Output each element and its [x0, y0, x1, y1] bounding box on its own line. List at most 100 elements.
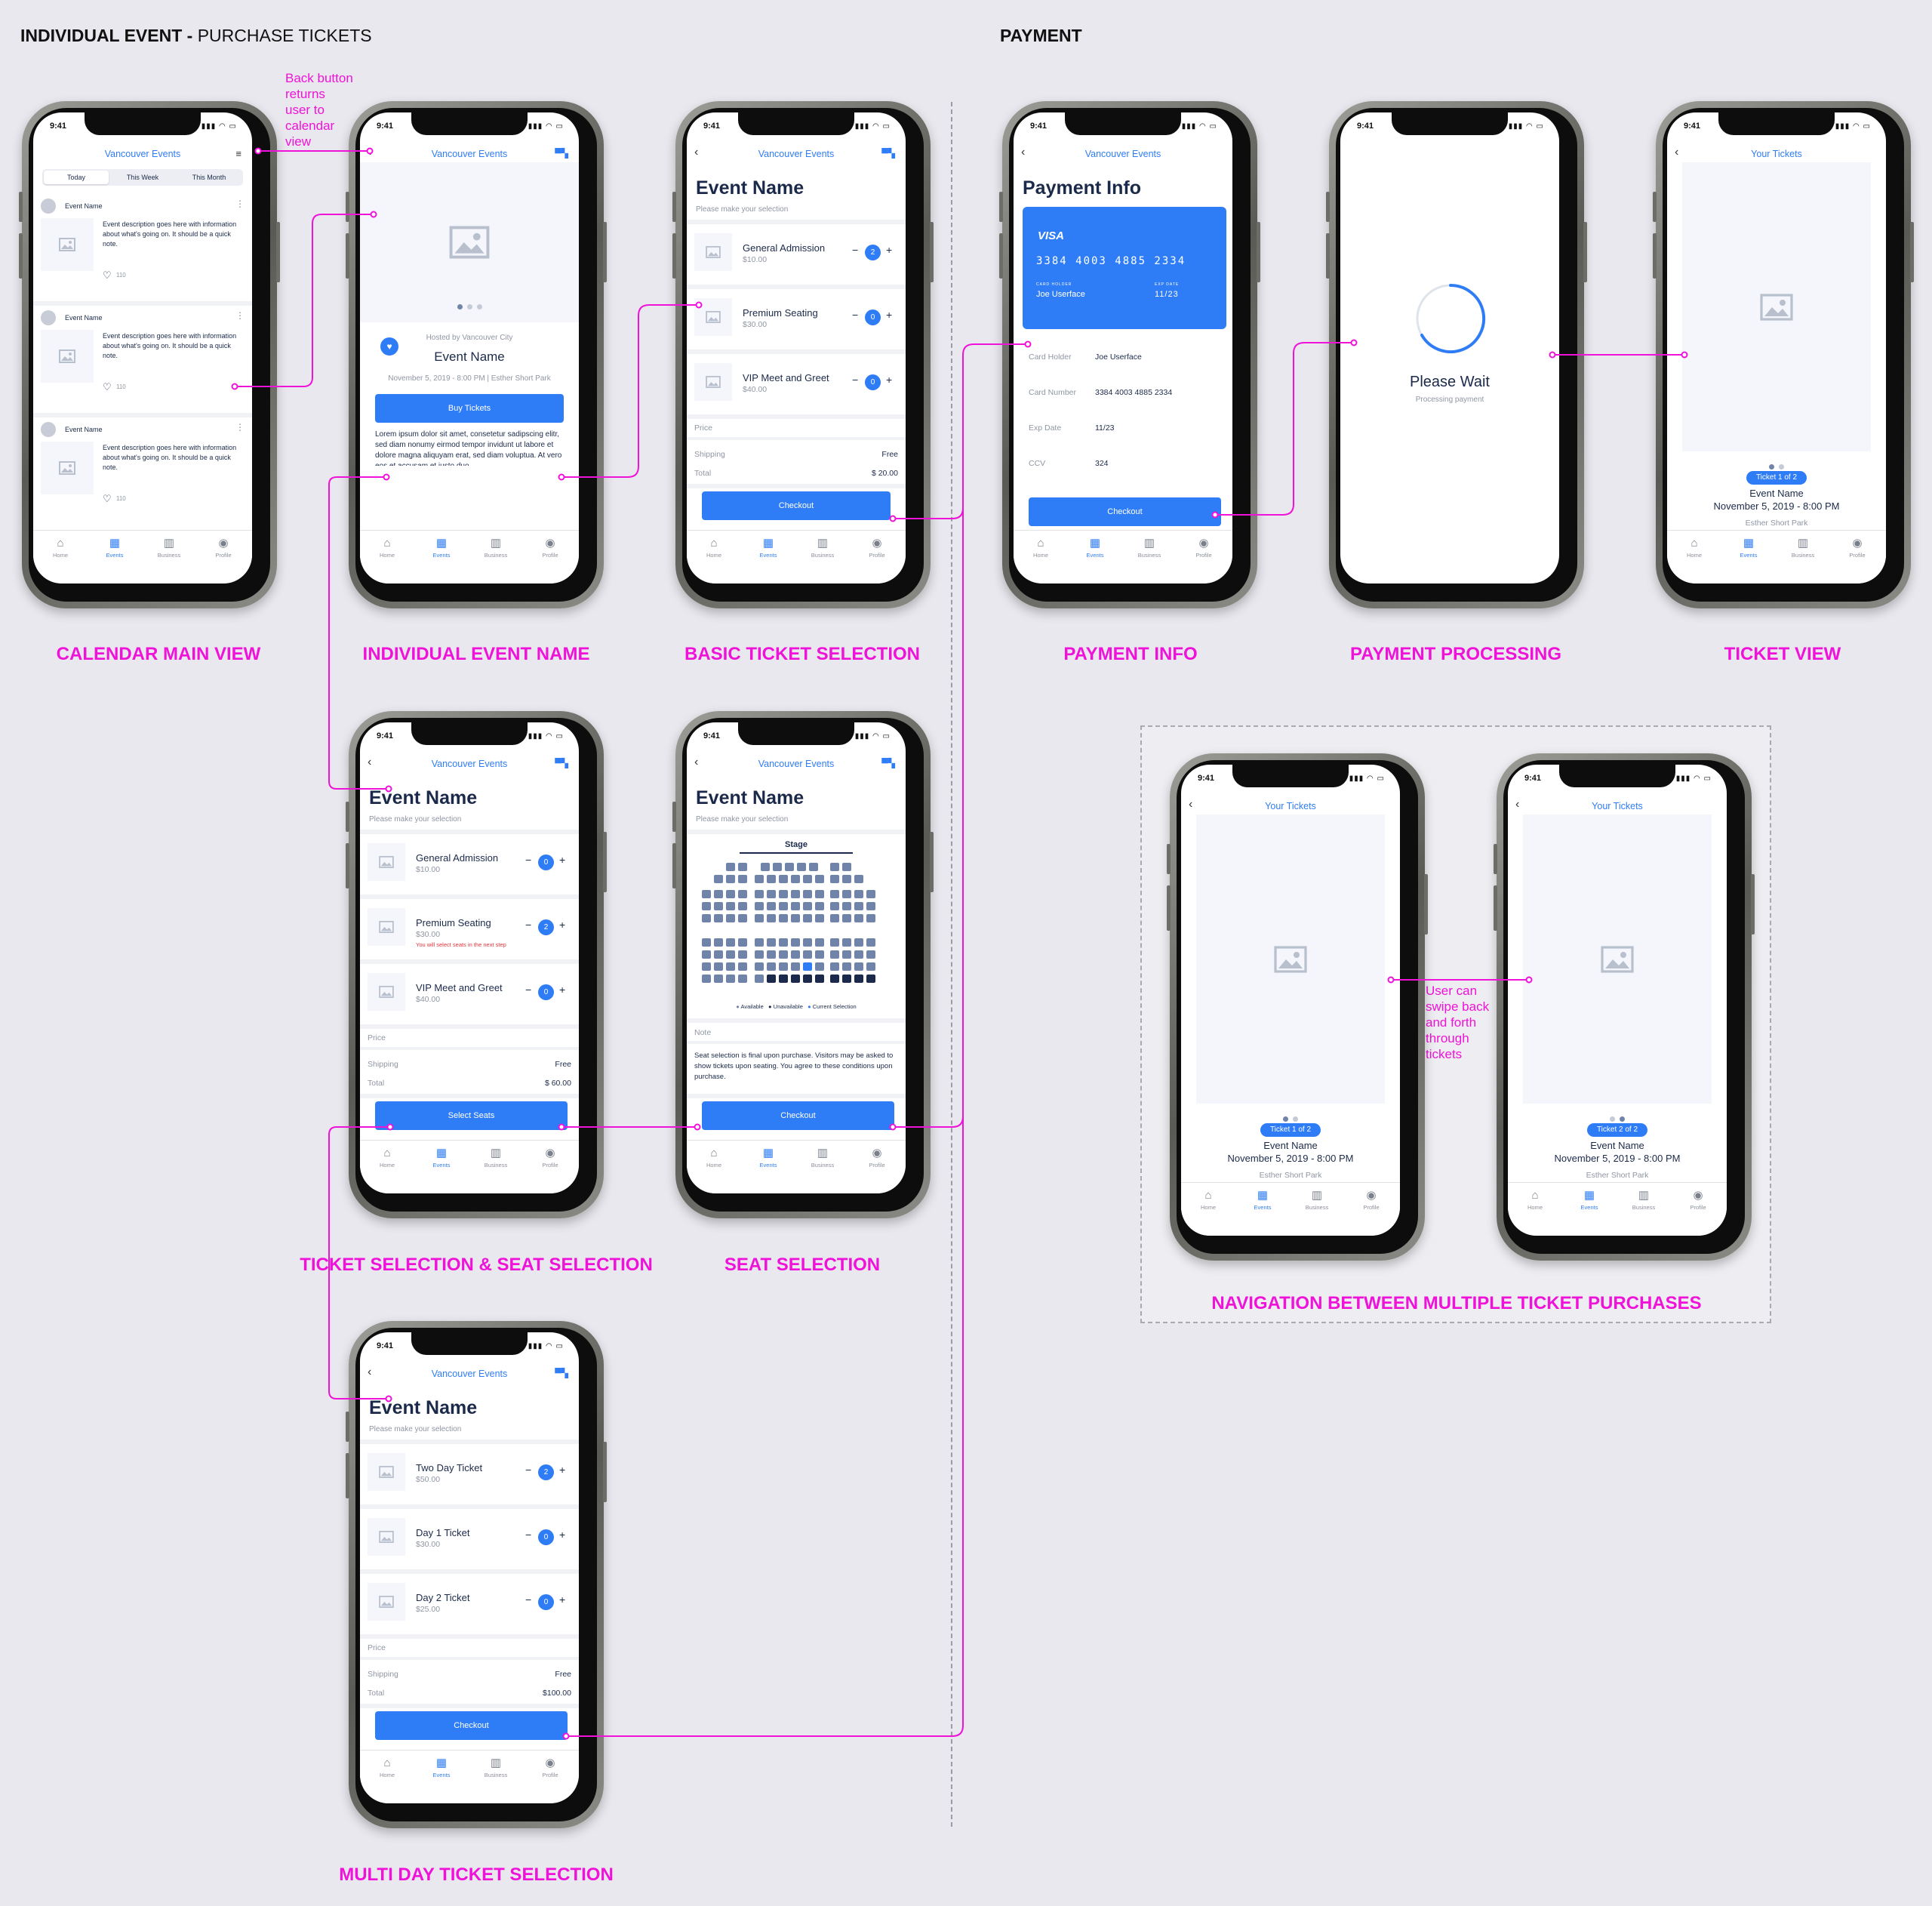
seat[interactable] — [702, 962, 711, 971]
segment-this-week[interactable]: This Week — [126, 174, 159, 181]
minus-button[interactable]: − — [852, 374, 859, 386]
seat[interactable] — [726, 863, 735, 871]
seat[interactable] — [779, 890, 788, 898]
seat[interactable] — [815, 914, 824, 922]
seat[interactable] — [830, 938, 839, 947]
seat[interactable] — [726, 902, 735, 910]
tab-home[interactable]: ⌂Home — [360, 537, 414, 559]
tab-events[interactable]: ▦Events — [1068, 537, 1122, 559]
seat[interactable] — [842, 962, 851, 971]
cart-icon[interactable]: ▀▚ — [555, 1368, 568, 1378]
seat[interactable] — [726, 975, 735, 983]
seat[interactable] — [755, 975, 764, 983]
tab-business[interactable]: ▥Business — [795, 537, 850, 559]
tab-profile[interactable]: ◉Profile — [523, 1757, 577, 1778]
seat[interactable] — [815, 950, 824, 959]
tab-profile[interactable]: ◉Profile — [850, 537, 904, 559]
tab-profile[interactable]: ◉Profile — [1671, 1189, 1725, 1211]
minus-button[interactable]: − — [525, 984, 532, 996]
seat[interactable] — [726, 950, 735, 959]
tab-events[interactable]: ▦Events — [1235, 1189, 1290, 1211]
seat[interactable] — [714, 950, 723, 959]
tab-home[interactable]: ⌂Home — [360, 1147, 414, 1169]
seat[interactable] — [785, 863, 794, 871]
tab-events[interactable]: ▦Events — [1562, 1189, 1617, 1211]
cart-icon[interactable]: ▀▚ — [881, 148, 895, 159]
tab-home[interactable]: ⌂Home — [687, 537, 741, 559]
seat[interactable] — [866, 975, 875, 983]
seat[interactable] — [738, 902, 747, 910]
seat[interactable] — [842, 975, 851, 983]
seat[interactable] — [714, 975, 723, 983]
tab-business[interactable]: ▥Business — [1122, 537, 1177, 559]
seat[interactable] — [738, 950, 747, 959]
seat[interactable] — [830, 914, 839, 922]
seat[interactable] — [830, 962, 839, 971]
seat[interactable] — [830, 863, 839, 871]
minus-button[interactable]: − — [852, 244, 859, 256]
tab-profile[interactable]: ◉Profile — [1830, 537, 1884, 559]
heart-icon[interactable]: ♡ — [103, 269, 112, 281]
tab-profile[interactable]: ◉Profile — [523, 1147, 577, 1169]
minus-button[interactable]: − — [525, 919, 532, 931]
seat[interactable] — [797, 863, 806, 871]
checkout-button[interactable]: Checkout — [702, 1101, 894, 1130]
seat[interactable] — [830, 975, 839, 983]
plus-button[interactable]: + — [559, 1464, 566, 1476]
seat[interactable] — [791, 902, 800, 910]
plus-button[interactable]: + — [559, 1529, 566, 1541]
seat[interactable] — [866, 938, 875, 947]
seat[interactable] — [767, 975, 776, 983]
select-seats-button[interactable]: Select Seats — [375, 1101, 568, 1130]
seat[interactable] — [702, 902, 711, 910]
tab-business[interactable]: ▥Business — [1290, 1189, 1344, 1211]
seat[interactable] — [714, 890, 723, 898]
seat[interactable] — [803, 890, 812, 898]
seat[interactable] — [815, 902, 824, 910]
credit-card[interactable]: VISA 3384 4003 4885 2334 CARD HOLDER Joe… — [1023, 207, 1226, 329]
seat[interactable] — [842, 863, 851, 871]
ticket-image[interactable] — [1682, 162, 1871, 451]
minus-button[interactable]: − — [525, 854, 532, 866]
seat[interactable] — [779, 902, 788, 910]
seat[interactable] — [842, 902, 851, 910]
seat[interactable] — [767, 938, 776, 947]
seat[interactable] — [791, 890, 800, 898]
seat[interactable] — [830, 902, 839, 910]
seat[interactable] — [779, 962, 788, 971]
seat[interactable] — [761, 863, 770, 871]
seat[interactable] — [767, 875, 776, 883]
seat[interactable] — [767, 890, 776, 898]
seat[interactable] — [779, 875, 788, 883]
back-chevron-icon[interactable]: ‹ — [1021, 146, 1026, 159]
seat[interactable] — [738, 938, 747, 947]
seat[interactable] — [815, 890, 824, 898]
tab-home[interactable]: ⌂Home — [360, 1757, 414, 1778]
minus-button[interactable]: − — [525, 1529, 532, 1541]
minus-button[interactable]: − — [525, 1464, 532, 1476]
card-holder-field[interactable]: Joe Userface — [1095, 353, 1142, 362]
cart-icon[interactable]: ▀▚ — [881, 758, 895, 768]
seat[interactable] — [714, 902, 723, 910]
seat[interactable] — [854, 962, 863, 971]
checkout-button[interactable]: Checkout — [1029, 497, 1221, 526]
tab-profile[interactable]: ◉Profile — [523, 537, 577, 559]
card-number-field[interactable]: 3384 4003 4885 2334 — [1095, 388, 1173, 397]
tab-home[interactable]: ⌂Home — [1181, 1189, 1235, 1211]
more-icon[interactable]: ⋮ — [235, 199, 245, 209]
seat[interactable] — [815, 975, 824, 983]
seat[interactable] — [854, 890, 863, 898]
seat[interactable] — [702, 890, 711, 898]
tab-home[interactable]: ⌂Home — [33, 537, 88, 559]
ticket-image[interactable] — [1196, 814, 1385, 1104]
seat[interactable] — [830, 890, 839, 898]
tab-events[interactable]: ▦Events — [1721, 537, 1776, 559]
checkout-button[interactable]: Checkout — [702, 491, 891, 520]
seat[interactable] — [830, 950, 839, 959]
checkout-button[interactable]: Checkout — [375, 1711, 568, 1740]
seat[interactable] — [738, 914, 747, 922]
tab-events[interactable]: ▦Events — [741, 537, 795, 559]
cart-icon[interactable]: ▀▚ — [555, 148, 568, 159]
seat[interactable] — [738, 962, 747, 971]
seat[interactable] — [714, 962, 723, 971]
